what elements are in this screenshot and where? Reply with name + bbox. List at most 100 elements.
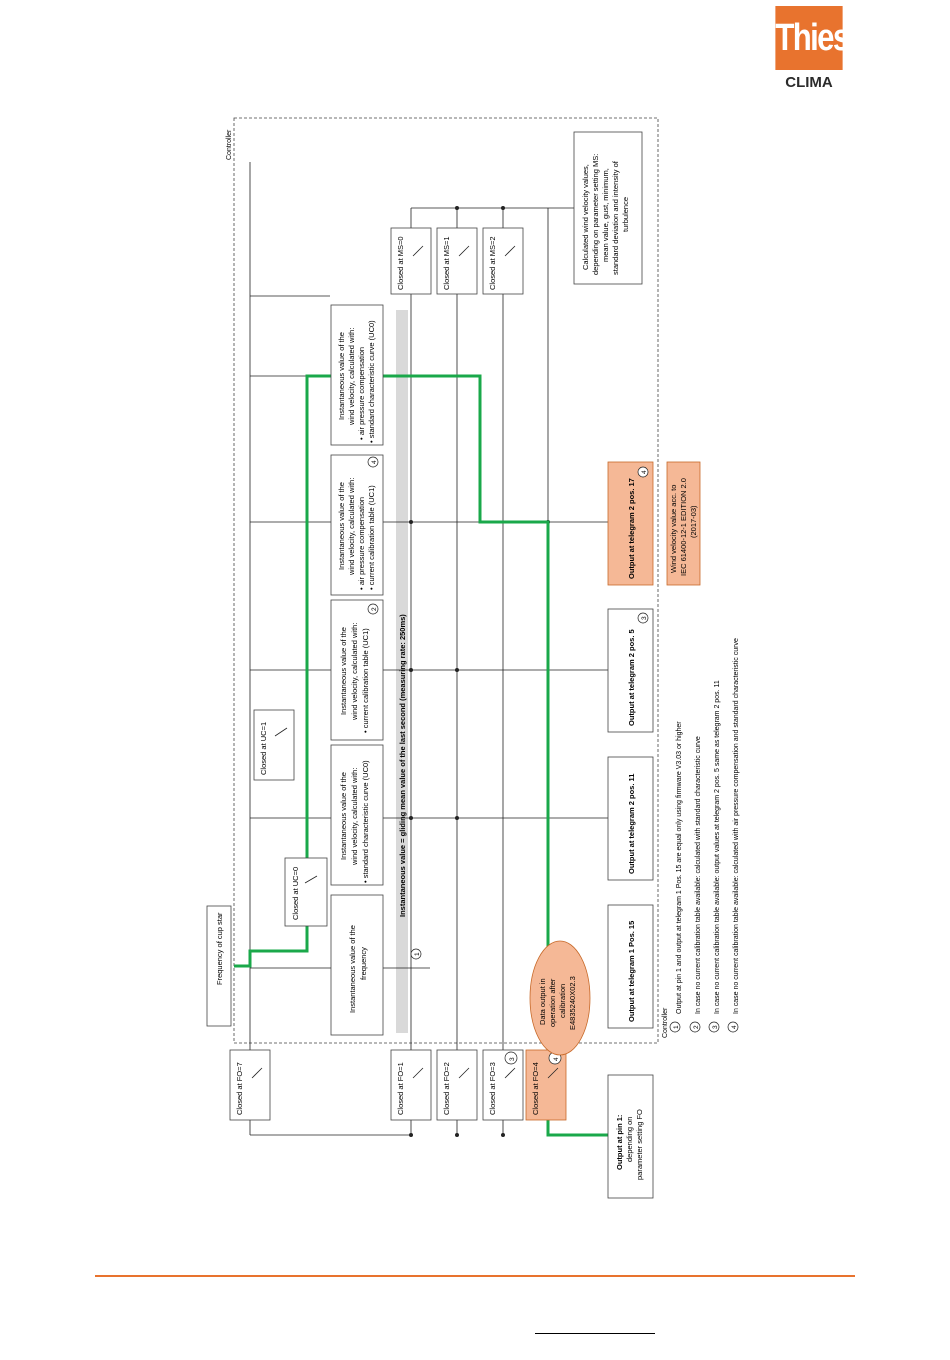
active-signal-path — [234, 374, 610, 1137]
output-pin1 — [607, 1074, 654, 1199]
output-telegram2-pos17-label: Output at telegram 2 pos. 17 — [627, 478, 636, 579]
note-marker-2 — [367, 603, 379, 615]
footer-underline — [535, 1333, 655, 1334]
uc1-pressure-line2: wind velocity, calculated with: — [347, 478, 356, 576]
iec-box — [666, 461, 701, 586]
logo-thies-text: Thies — [775, 6, 850, 70]
ms-box-line4: standard deviation and intensity of — [611, 160, 620, 275]
switch-fo7: Closed at FO=7 — [229, 1049, 271, 1121]
uc1-pressure-line3: • air pressure compensation — [357, 497, 366, 590]
output-pin1-line2: depending on — [625, 1117, 634, 1162]
frequency-box-line2: frequency — [359, 947, 368, 980]
note-marker-1-text: 1 — [414, 952, 421, 956]
switch-ms2: Closed at MS=2 — [482, 227, 524, 295]
svg-text:1: 1 — [673, 1025, 680, 1029]
svg-text:Closed at FO=2: Closed at FO=2 — [442, 1062, 451, 1115]
data-output-line3: calibration — [558, 984, 567, 1018]
uc1-pressure-line1: Instantaneous value of the — [337, 482, 346, 570]
iec-box-line3: (2017-03) — [689, 505, 698, 538]
controller-label-bottom: Controller — [662, 1007, 669, 1038]
uc1-box — [330, 599, 384, 741]
svg-text:3: 3 — [712, 1025, 719, 1029]
svg-text:Closed at FO=4: Closed at FO=4 — [531, 1062, 540, 1115]
footnote-3: In case no current calibration table ava… — [714, 680, 721, 1014]
svg-text:4: 4 — [731, 1025, 738, 1029]
switch-ms0: Closed at MS=0 — [390, 227, 432, 295]
uc1-box-line2: wind velocity, calculated with: — [350, 623, 359, 721]
gliding-mean-bar — [396, 310, 408, 1033]
ms-box-line3: mean value, gust, minimum, — [601, 168, 610, 262]
uc0-box-line1: Instantaneous value of the — [339, 772, 348, 860]
thies-clima-logo: Thies CLIMA — [768, 6, 850, 92]
svg-text:2: 2 — [693, 1025, 700, 1029]
uc1-pressure-line4: • current calibration table (UC1) — [367, 485, 376, 590]
note-marker-2-text: 2 — [371, 607, 378, 611]
svg-text:Closed at UC=0: Closed at UC=0 — [291, 867, 300, 920]
frequency-box-line1: Instantaneous value of the — [348, 925, 357, 1013]
output-telegram2-pos5 — [607, 608, 654, 733]
data-output-line2: operation after — [548, 978, 557, 1027]
note-marker-4a-text: 4 — [371, 460, 378, 464]
uc0-pressure-line1: Instantaneous value of the — [337, 332, 346, 420]
data-output-line4: E4835240X02.3 — [568, 976, 577, 1030]
data-output-ellipse — [529, 940, 591, 1056]
switch-uc1: Closed at UC=1 — [253, 709, 295, 781]
switch-fo3: Closed at FO=3 3 — [482, 1049, 524, 1121]
footnotes: 1 Output at pin 1 and output at telegram… — [669, 638, 740, 1033]
uc0-box-line2: wind velocity, calculated with: — [350, 768, 359, 866]
ms-box-line2: depending on parameter setting MS: — [591, 154, 600, 275]
output-telegram2-pos11 — [607, 756, 654, 881]
svg-text:3: 3 — [509, 1057, 516, 1061]
output-telegram1-pos15-label: Output at telegram 1 Pos. 15 — [627, 921, 636, 1022]
switch-ms1: Closed at MS=1 — [436, 227, 478, 295]
frequency-cup-star-box — [206, 905, 232, 1027]
svg-text:Closed at MS=2: Closed at MS=2 — [488, 236, 497, 290]
data-output-line1: Data output in — [538, 978, 547, 1025]
frequency-cup-star-label: Frequency of cup star — [215, 912, 224, 985]
frequency-box — [330, 894, 384, 1036]
uc1-pressure-box — [330, 454, 384, 596]
uc0-pressure-line2: wind velocity, calculated with: — [347, 328, 356, 426]
svg-text:4: 4 — [553, 1057, 560, 1061]
note-marker-3 — [637, 612, 649, 624]
uc1-box-line3: • current calibration table (UC1) — [361, 628, 370, 733]
output-pin1-line1: Output at pin 1: — [615, 1115, 624, 1170]
switch-fo1: Closed at FO=1 — [390, 1049, 432, 1121]
footnote-4: In case no current calibration table ava… — [733, 638, 740, 1014]
svg-text:Closed at MS=1: Closed at MS=1 — [442, 236, 451, 290]
uc0-box-line3: • standard characteristic curve (UC0) — [361, 760, 370, 883]
output-telegram2-pos11-label: Output at telegram 2 pos. 11 — [627, 774, 636, 874]
uc1-box-line1: Instantaneous value of the — [339, 627, 348, 715]
output-pin1-line3: parameter setting FO — [635, 1109, 644, 1180]
switch-fo4: Closed at FO=4 4 — [525, 1049, 567, 1121]
note-marker-4b — [637, 466, 649, 478]
switch-fo2: Closed at FO=2 — [436, 1049, 478, 1121]
switch-uc0: Closed at UC=0 — [284, 857, 328, 927]
junction-dots — [409, 206, 550, 1137]
output-telegram2-pos17 — [607, 461, 654, 586]
svg-text:Closed at FO=1: Closed at FO=1 — [396, 1062, 405, 1115]
svg-text:Closed at UC=1: Closed at UC=1 — [259, 722, 268, 775]
uc0-pressure-box — [330, 304, 384, 446]
note-marker-3-text: 3 — [641, 616, 648, 620]
output-telegram2-pos5-label: Output at telegram 2 pos. 5 — [627, 629, 636, 726]
footnote-2: In case no current calibration table ava… — [695, 736, 702, 1014]
ms-box-line1: Calculated wind velocity values, — [581, 164, 590, 270]
uc0-pressure-line3: • air pressure compensation — [357, 347, 366, 440]
logo-clima-text: CLIMA — [785, 74, 833, 91]
note-marker-4a — [367, 456, 379, 468]
output-telegram1-pos15 — [607, 904, 654, 1029]
uc0-pressure-line4: • standard characteristic curve (UC0) — [367, 320, 376, 443]
iec-box-line1: Wind velocity value acc. to — [669, 485, 678, 573]
note-marker-1 — [410, 948, 422, 960]
footnote-1: Output at pin 1 and output at telegram 1… — [676, 721, 683, 1014]
uc0-box — [330, 744, 384, 886]
footer-divider — [95, 1275, 855, 1277]
svg-text:Closed at MS=0: Closed at MS=0 — [396, 236, 405, 290]
svg-text:Closed at FO=7: Closed at FO=7 — [235, 1062, 244, 1115]
ms-values-box — [573, 131, 643, 285]
controller-label-top: Controller — [226, 129, 233, 160]
iec-box-line2: IEC 61400-12-1 EDITION 2.0 — [679, 478, 688, 576]
note-marker-4b-text: 4 — [641, 470, 648, 474]
